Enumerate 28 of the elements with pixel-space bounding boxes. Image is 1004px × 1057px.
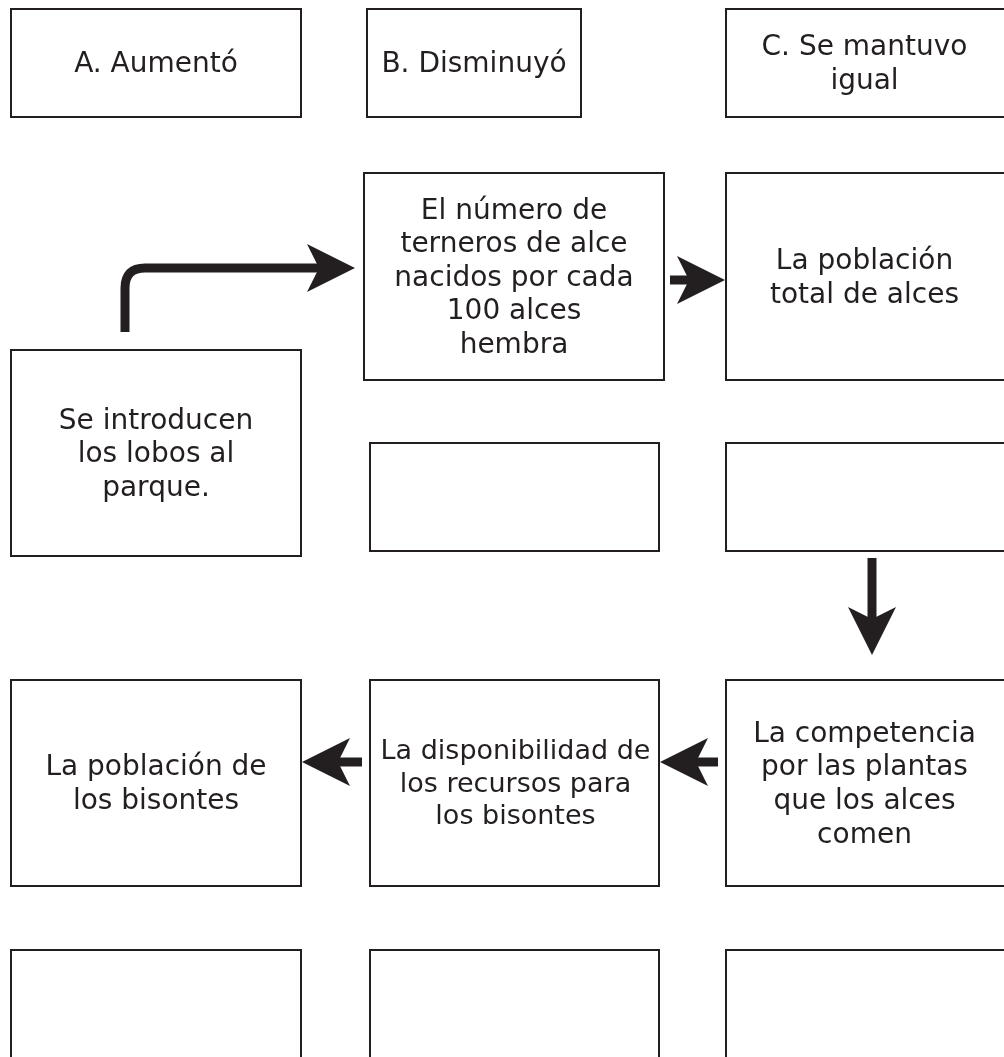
concept-box xyxy=(725,679,1004,887)
answer-option-box xyxy=(725,8,1004,118)
empty-box xyxy=(725,442,1004,552)
box-text: B. Disminuyó xyxy=(381,46,567,80)
box-text: La competencia por las plantas que los alces comen xyxy=(752,715,977,851)
arrow xyxy=(302,738,362,786)
concept-box xyxy=(10,349,302,557)
empty-box xyxy=(10,949,302,1057)
answer-option-box xyxy=(10,8,302,118)
arrow xyxy=(120,244,355,332)
box-text: La población total de alces xyxy=(769,242,960,311)
empty-box xyxy=(369,442,660,552)
empty-box xyxy=(725,949,1004,1057)
box-text: A. Aumentó xyxy=(74,46,238,80)
box-text: Se introducen los lobos al parque. xyxy=(57,402,255,504)
box-text: La disponibilidad de los recursos para los bisontes xyxy=(379,734,652,832)
empty-box xyxy=(369,949,660,1057)
answer-option-box xyxy=(366,8,582,118)
box-text: C. Se mantuvo igual xyxy=(760,29,969,97)
concept-box xyxy=(363,172,665,381)
concept-box xyxy=(725,172,1004,381)
arrow xyxy=(670,256,725,304)
concept-box xyxy=(369,679,660,887)
box-text: El número de terneros de alce nacidos por cada 100 alces hembra xyxy=(393,192,635,361)
concept-box xyxy=(10,679,302,887)
arrow xyxy=(660,738,718,786)
arrow xyxy=(848,558,896,655)
box-text: La población de los bisontes xyxy=(44,749,268,817)
